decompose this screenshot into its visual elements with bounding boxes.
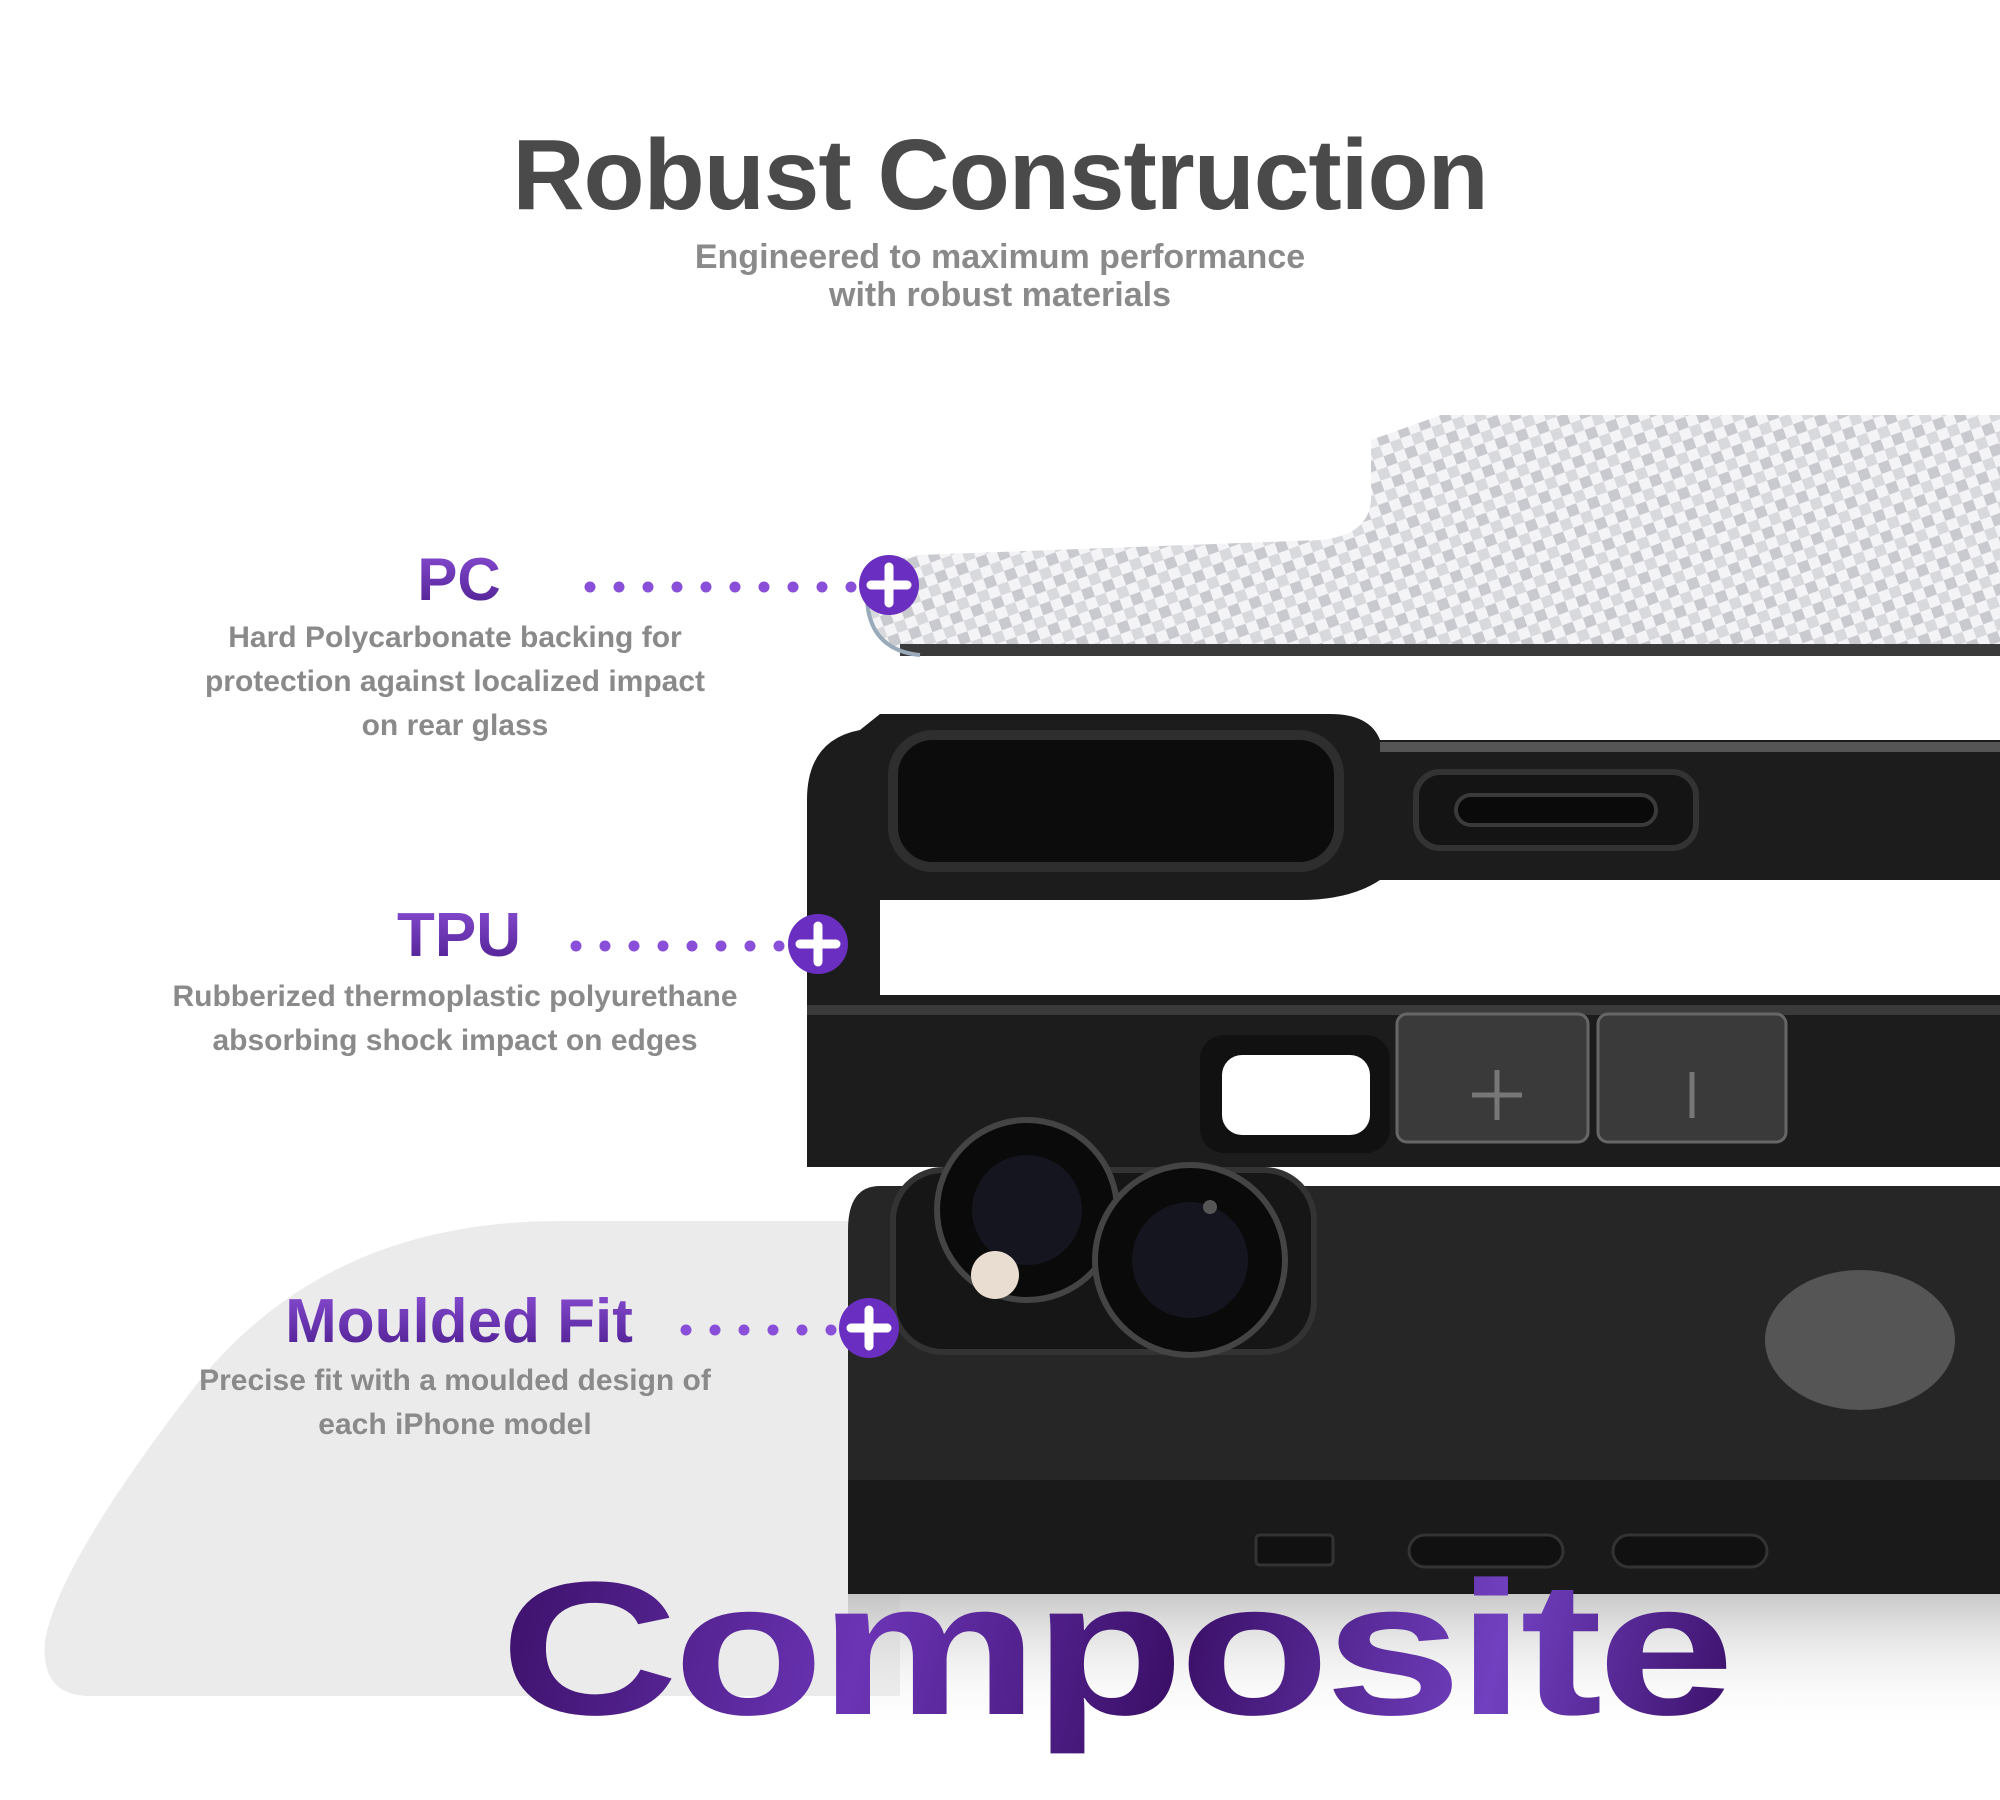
desc-line: each iPhone model [318,1408,592,1441]
plus-circle-icon[interactable] [859,555,919,615]
leader-dot [700,581,712,593]
leader-dot [845,581,857,593]
tpu-bumper [807,714,2000,1167]
leader-dot [738,1324,750,1336]
apple-logo-icon [1765,1270,1955,1410]
leader-dot [816,581,828,593]
page-subtitle: Engineered to maximum performance with r… [0,238,2000,314]
feature-title-tpu: TPU [109,900,809,971]
leader-dot [825,1324,837,1336]
leader-dot [671,581,683,593]
leader-dot [767,1324,779,1336]
leader-dot [709,1324,721,1336]
leader-dot [613,581,625,593]
composite-wordmark: Composite [500,1540,1735,1758]
leader-dot [773,940,785,952]
subtitle-line: Engineered to maximum performance [694,238,1306,276]
plus-circle-icon[interactable] [788,914,848,974]
feature-desc-pc: Hard Polycarbonate backing for protectio… [105,616,805,748]
desc-line: Hard Polycarbonate backing for [228,621,682,654]
leader-dot [758,581,770,593]
leader-dot [715,940,727,952]
leader-dot [599,940,611,952]
plus-circle-icon[interactable] [839,1298,899,1358]
feature-title-moulded-fit: Moulded Fit [109,1286,809,1357]
leader-dot [570,940,582,952]
leader-dot [744,940,756,952]
leader-dot [642,581,654,593]
feature-desc-moulded-fit: Precise fit with a moulded design of eac… [105,1359,805,1447]
page-title: Robust Construction [512,119,1488,231]
subtitle-line: with robust materials [829,276,1171,314]
leader-dot [680,1324,692,1336]
leader-dot [584,581,596,593]
desc-line: on rear glass [361,709,549,742]
feature-desc-tpu: Rubberized thermoplastic polyurethane ab… [105,975,805,1063]
leader-dot [729,581,741,593]
leader-dot [686,940,698,952]
leader-dot [796,1324,808,1336]
feature-title-pc: PC [109,545,809,614]
leader-dot [628,940,640,952]
desc-line: absorbing shock impact on edges [212,1024,698,1057]
leader-dot [657,940,669,952]
background-panel [44,1221,900,1696]
desc-line: Rubberized thermoplastic polyurethane [172,980,738,1013]
desc-line: protection against localized impact [204,665,706,698]
leader-dot [787,581,799,593]
desc-line: Precise fit with a moulded design of [199,1364,711,1397]
pc-back-plate [865,415,2000,657]
iphone-body [848,1117,2000,1594]
